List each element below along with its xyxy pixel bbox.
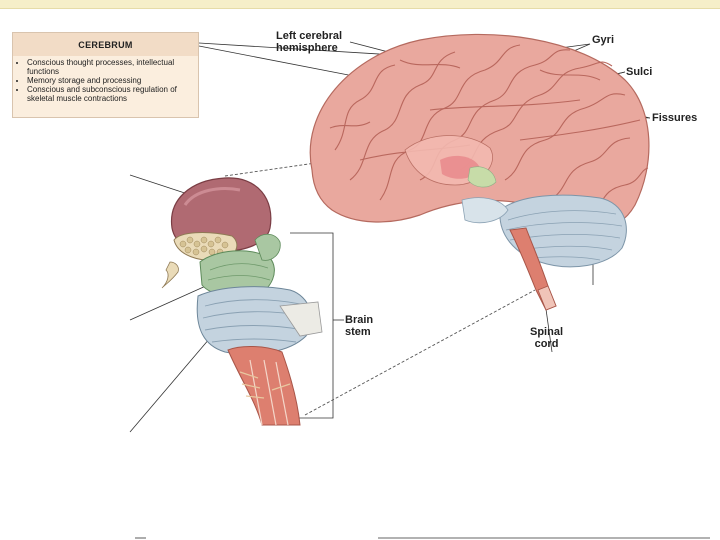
pituitary (161, 261, 179, 289)
info-item-memory: Memory storage and processing (27, 76, 198, 85)
info-item-thought: Conscious thought processes, intellectua… (27, 58, 198, 76)
midbrain (199, 233, 281, 298)
cerebrum-info-box: CEREBRUM Conscious thought processes, in… (12, 32, 199, 118)
gyri-folds (329, 44, 649, 216)
left-cerebral-hemisphere-label: Left cerebral hemisphere (276, 30, 343, 54)
info-box-title: CEREBRUM (13, 33, 198, 56)
top-banner (0, 0, 720, 9)
spinal-cord-label: Spinal cord (530, 326, 564, 350)
info-box-list: Conscious thought processes, intellectua… (13, 58, 198, 103)
pons-detail (196, 286, 323, 355)
sulci-label: Sulci (626, 66, 653, 78)
zoom-guides (224, 147, 536, 416)
spinal-cord-cut (537, 285, 557, 311)
pons (461, 197, 509, 224)
info-item-regulation: Conscious and subconscious regulation of… (27, 85, 198, 103)
cerebrum (309, 33, 650, 227)
fissures-label: Fissures (652, 112, 698, 124)
brain-stem-label: Brain stem (345, 314, 374, 338)
medulla-detail (227, 346, 301, 426)
gyri-label: Gyri (592, 34, 615, 46)
